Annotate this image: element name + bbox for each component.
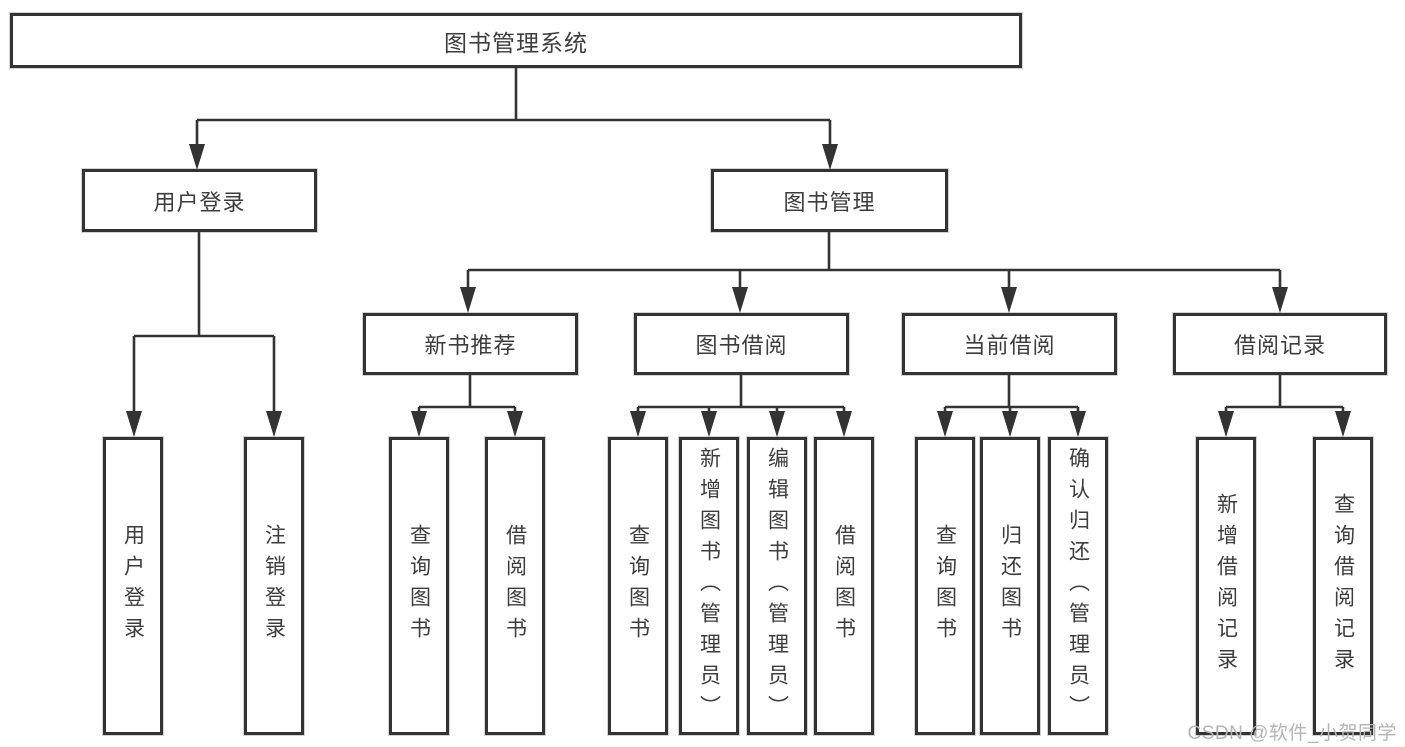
node-book-borrow-label: 图书借阅 <box>695 333 788 358</box>
node-new-book-recommend-label: 新书推荐 <box>424 333 517 358</box>
node-current-borrow-label: 当前借阅 <box>963 333 1056 358</box>
leaf-query-books-borrow: 查询图书 <box>608 437 668 735</box>
leaf-borrow-books-borrow-label: 借阅图书 <box>832 524 856 648</box>
node-book-borrow: 图书借阅 <box>634 313 849 375</box>
node-book-management: 图书管理 <box>711 169 948 232</box>
leaf-confirm-return-admin-label: 确认归还（管理员） <box>1066 446 1090 726</box>
leaf-query-borrow-record: 查询借阅记录 <box>1313 437 1373 735</box>
watermark: CSDN @软件_小贺同学 <box>1187 723 1397 744</box>
node-borrow-records-label: 借阅记录 <box>1233 333 1326 358</box>
leaf-query-books-current: 查询图书 <box>915 437 975 735</box>
leaf-add-borrow-record: 新增借阅记录 <box>1196 437 1256 735</box>
node-root: 图书管理系统 <box>10 13 1022 68</box>
leaf-query-borrow-record-label: 查询借阅记录 <box>1331 493 1355 679</box>
leaf-query-books-borrow-label: 查询图书 <box>626 524 650 648</box>
node-user-login-label: 用户登录 <box>153 189 246 215</box>
leaf-query-books-current-label: 查询图书 <box>933 524 957 648</box>
node-current-borrow: 当前借阅 <box>902 313 1117 375</box>
leaf-return-books-label: 归还图书 <box>998 524 1022 648</box>
leaf-confirm-return-admin: 确认归还（管理员） <box>1048 437 1108 735</box>
leaf-borrow-books-borrow: 借阅图书 <box>814 437 874 735</box>
leaf-query-books-recommend: 查询图书 <box>389 437 449 735</box>
leaf-borrow-books-recommend: 借阅图书 <box>485 437 545 735</box>
leaf-return-books: 归还图书 <box>980 437 1040 735</box>
leaf-user-login-label: 用户登录 <box>121 524 145 648</box>
arrowhead-icons <box>126 144 1351 437</box>
leaf-query-books-recommend-label: 查询图书 <box>407 524 431 648</box>
node-new-book-recommend: 新书推荐 <box>363 313 578 375</box>
leaf-edit-book-admin: 编辑图书（管理员） <box>747 437 807 735</box>
leaf-logout: 注销登录 <box>244 437 304 735</box>
node-borrow-records: 借阅记录 <box>1173 313 1387 375</box>
leaf-borrow-books-recommend-label: 借阅图书 <box>503 524 527 648</box>
leaf-edit-book-admin-label: 编辑图书（管理员） <box>765 446 789 726</box>
leaf-add-book-admin-label: 新增图书（管理员） <box>697 446 721 726</box>
leaf-add-book-admin: 新增图书（管理员） <box>679 437 739 735</box>
leaf-add-borrow-record-label: 新增借阅记录 <box>1214 493 1238 679</box>
leaf-logout-label: 注销登录 <box>262 524 286 648</box>
node-root-label: 图书管理系统 <box>444 29 588 56</box>
node-user-login: 用户登录 <box>82 169 317 232</box>
leaf-user-login: 用户登录 <box>103 437 163 735</box>
node-book-management-label: 图书管理 <box>783 189 876 215</box>
